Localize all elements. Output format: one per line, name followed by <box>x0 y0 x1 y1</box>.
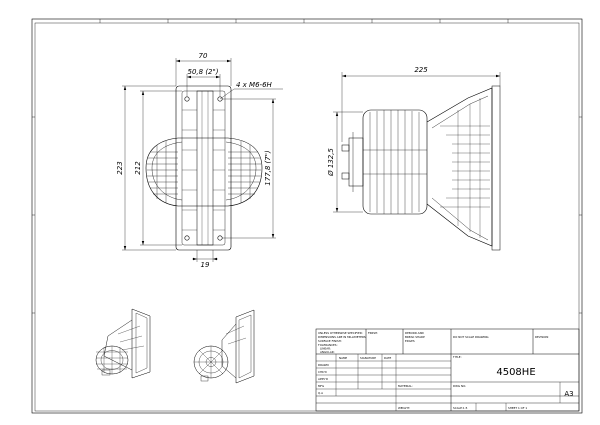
side-driver-body <box>362 109 428 215</box>
dim-inner-width: 50,8 (2") <box>188 68 219 76</box>
row-appvd: APPV'D <box>318 377 328 381</box>
dim-thread-note: 4 x M6-6H <box>236 81 273 89</box>
deburr-line-3: EDGES <box>405 339 415 343</box>
terminal-bottom <box>341 172 350 180</box>
drawing-number: 4508HE <box>496 367 535 378</box>
side-view <box>341 85 501 251</box>
dim-side-diameter: Ø 132,5 <box>327 148 335 177</box>
side-horn-outline <box>426 87 493 247</box>
sheet-label: SHEET 1 OF 1 <box>508 406 527 410</box>
title-block-grid <box>315 328 580 412</box>
revision-label: REVISION <box>535 335 548 339</box>
note-angular: ANGULAR: <box>320 350 335 354</box>
deburr-line-2: BREAK SHARP <box>405 335 425 339</box>
note-tolerances: TOLERANCES: <box>317 343 338 347</box>
isometric-view-1 <box>95 308 151 379</box>
front-view-dimension-text: 70 50,8 (2") 4 x M6-6H 223 212 177,8 (7"… <box>116 52 273 269</box>
row-qa: Q.A <box>318 391 323 395</box>
row-chkd: CHK'D <box>318 370 327 374</box>
dim-side-length: 225 <box>414 66 428 74</box>
mount-hole-tl <box>184 96 190 102</box>
note-surface: SURFACE FINISH: <box>318 339 342 343</box>
dim-top-width: 70 <box>199 52 208 60</box>
title-label: TITLE: <box>452 355 462 359</box>
front-throat-slot <box>196 90 214 246</box>
name-header: NAME <box>339 356 347 360</box>
zone-ticks <box>32 19 582 314</box>
front-view <box>145 85 263 251</box>
dwg-no-label: DWG NO. <box>453 384 466 388</box>
front-view-arrowheads <box>123 59 275 261</box>
terminal-top <box>341 144 350 152</box>
mount-hole-bl <box>184 235 190 241</box>
front-view-body-outline <box>145 137 263 207</box>
side-view-dimension-text: 225 Ø 132,5 <box>327 66 428 177</box>
title-block-text: UNLESS OTHERWISE SPECIFIED: DIMENSIONS A… <box>317 331 548 410</box>
dim-bottom-width: 19 <box>201 261 210 269</box>
scale-label: SCALE:1:5 <box>453 406 468 410</box>
dim-overall-height: 223 <box>116 161 124 174</box>
mount-hole-br <box>217 235 223 241</box>
weight-label: WEIGHT: <box>398 406 410 410</box>
side-front-flange <box>491 85 501 251</box>
finish-label: FINISH: <box>368 331 378 335</box>
note-linear: LINEAR: <box>320 347 331 351</box>
material-label: MATERIAL: <box>398 384 413 388</box>
row-drawn: DRAWN <box>318 363 329 367</box>
note-unless: UNLESS OTHERWISE SPECIFIED: <box>318 331 363 335</box>
note-dims: DIMENSIONS ARE IN MILLIMETERS <box>318 335 366 339</box>
do-not-scale: DO NOT SCALE DRAWING <box>453 335 489 339</box>
dim-flange-height: 212 <box>134 161 142 175</box>
front-flange-plate <box>175 85 232 251</box>
sheet-border <box>31 18 583 414</box>
row-mfg: MFG <box>318 384 324 388</box>
sheet-size: A3 <box>564 390 573 398</box>
isometric-view-2 <box>193 309 255 384</box>
deburr-line-1: DEBURR AND <box>405 331 424 335</box>
side-view-arrowheads <box>335 74 500 212</box>
signature-header: SIGNATURE <box>360 356 376 360</box>
side-view-dimensions <box>333 72 501 213</box>
date-header: DATE <box>384 356 392 360</box>
side-rear-cap <box>348 137 364 187</box>
front-view-dimensions <box>122 58 283 262</box>
dim-bolt-spacing: 177,8 (7") <box>264 150 272 186</box>
